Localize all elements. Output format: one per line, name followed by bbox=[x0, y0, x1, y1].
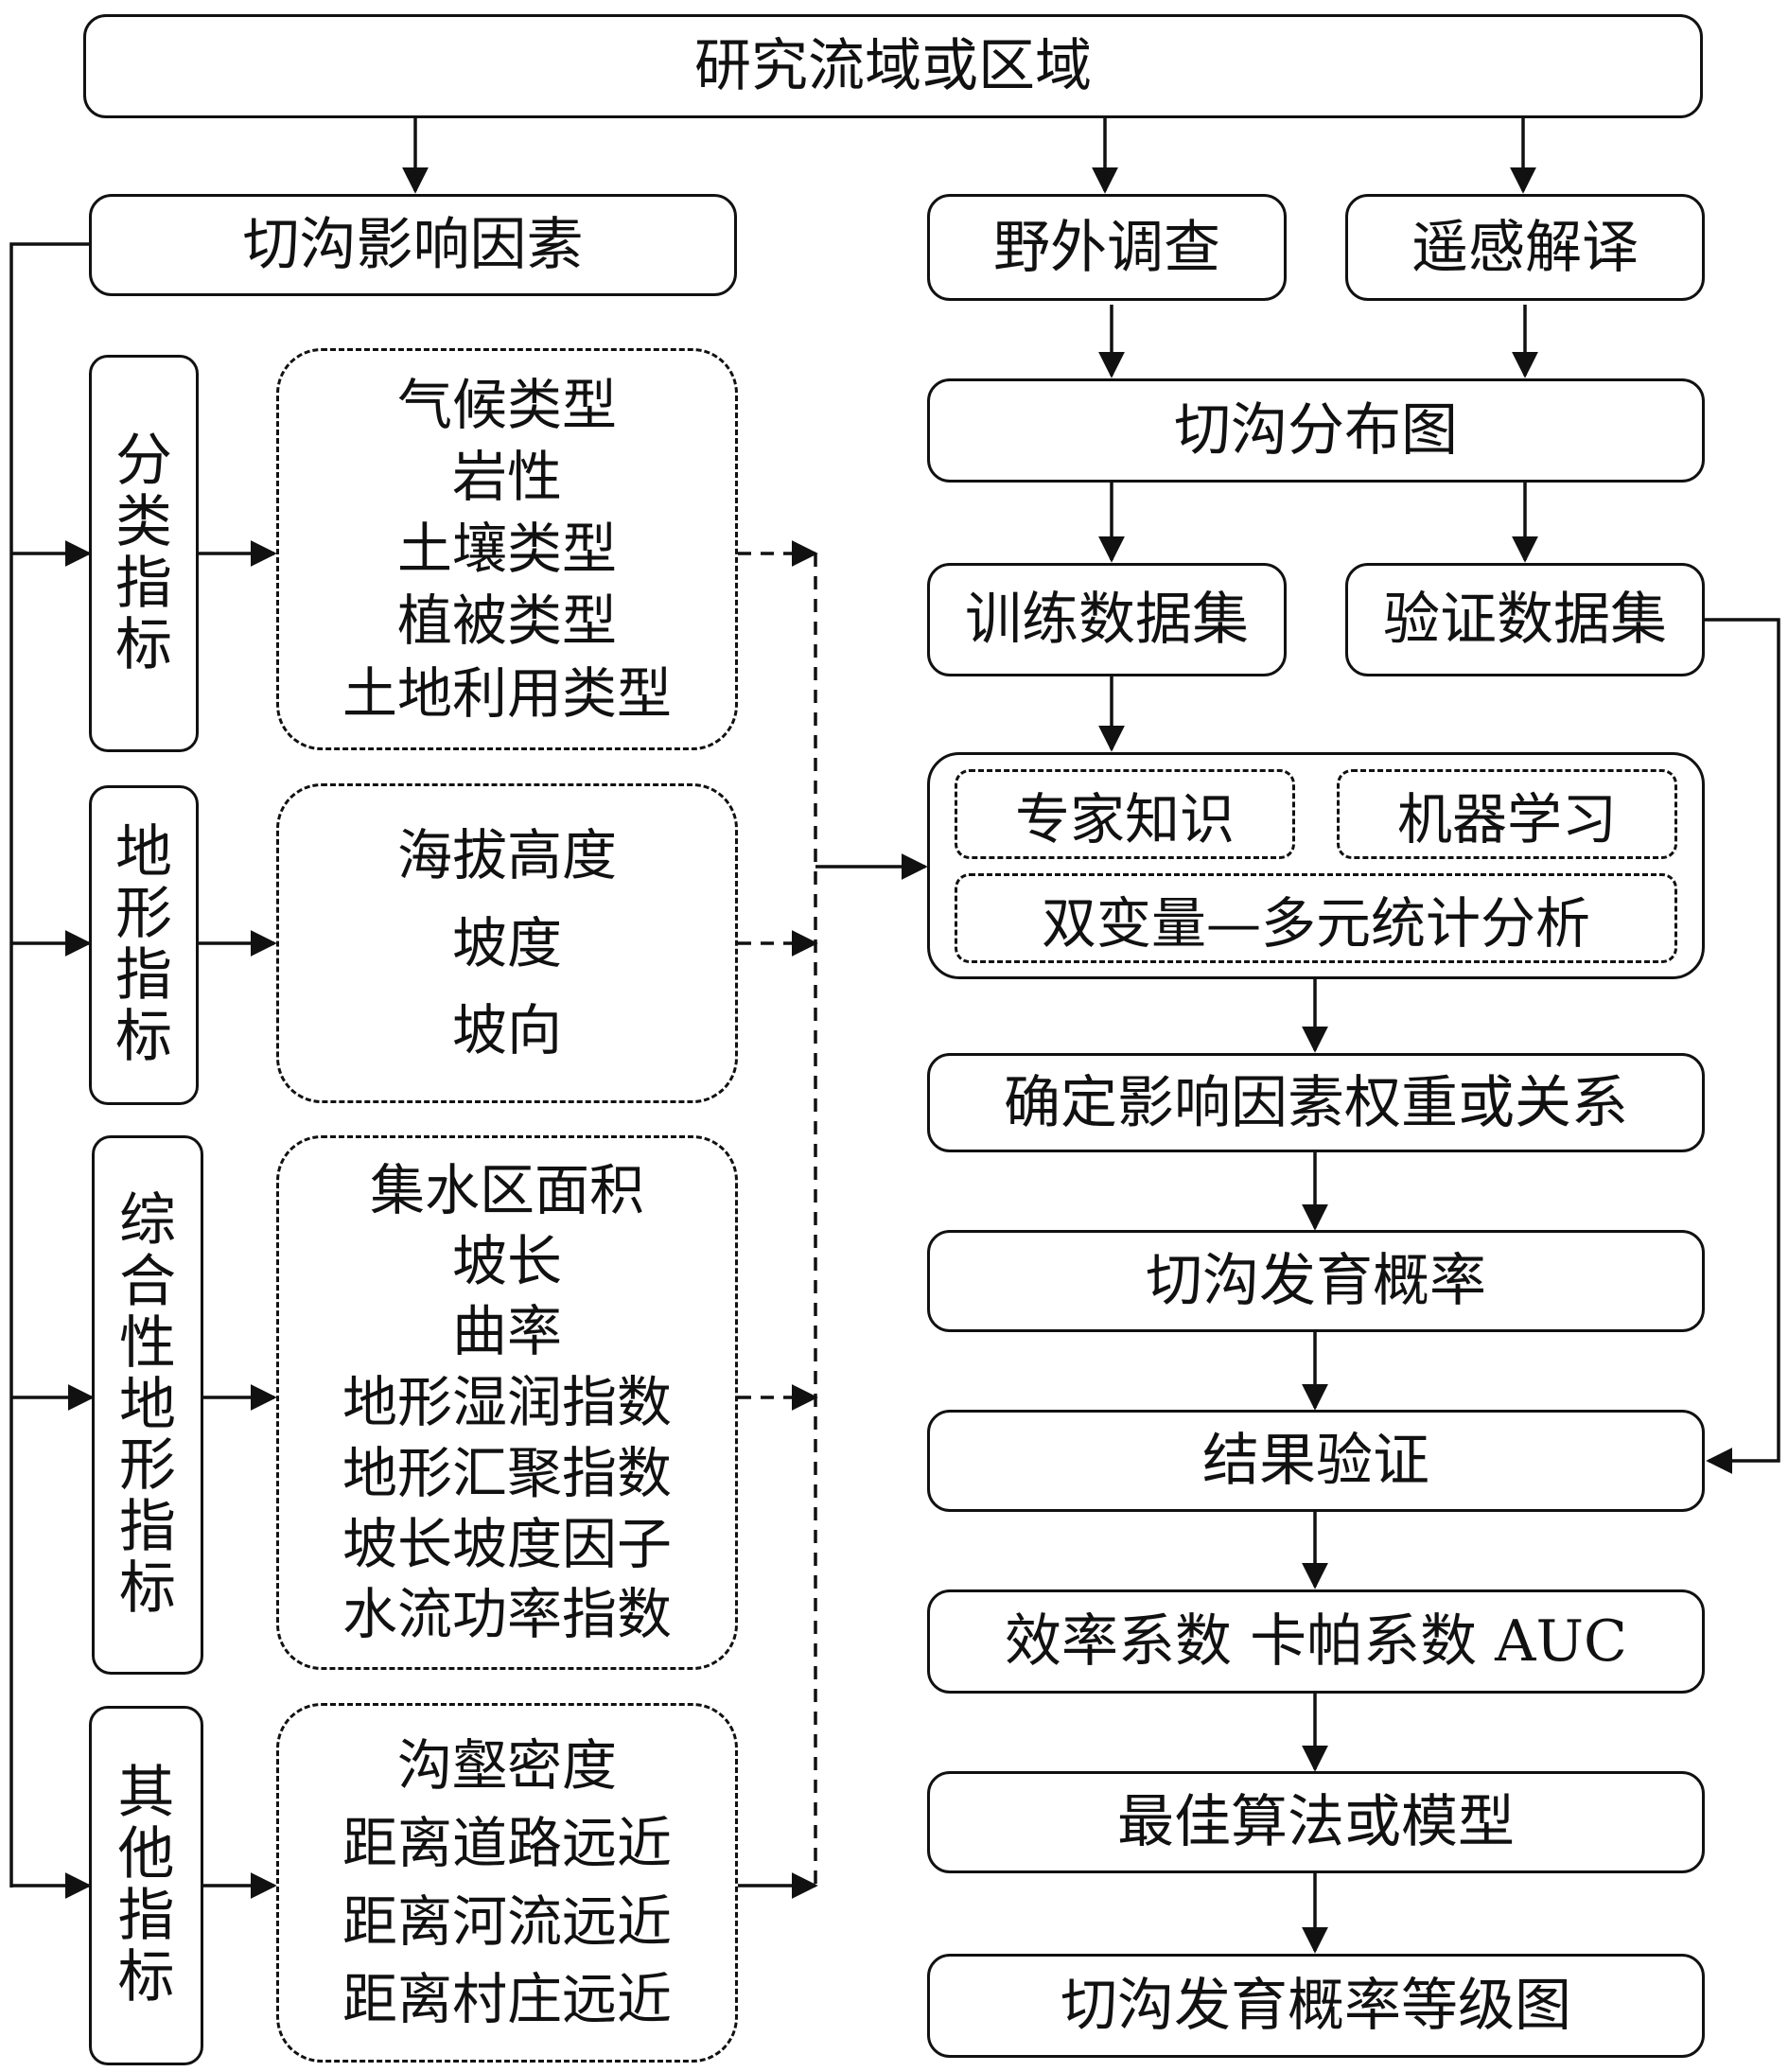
validation-set-label: 验证数据集 bbox=[1383, 587, 1667, 653]
result-validation-label: 结果验证 bbox=[1202, 1428, 1429, 1494]
indicator-item: 坡度 bbox=[451, 910, 562, 975]
best-model-box: 最佳算法或模型 bbox=[927, 1771, 1705, 1873]
indicator-item: 坡长 bbox=[451, 1228, 562, 1293]
best-model-label: 最佳算法或模型 bbox=[1117, 1789, 1515, 1855]
field-survey-box: 野外调查 bbox=[927, 194, 1287, 301]
indicator-item: 沟壑密度 bbox=[396, 1732, 617, 1798]
indicator-item: 距离道路远近 bbox=[342, 1811, 672, 1876]
metrics-label: 效率系数 卡帕系数 AUC bbox=[1005, 1608, 1627, 1675]
arrow-validset-to-validation bbox=[1705, 618, 1780, 1474]
indicator-item: 距离河流远近 bbox=[342, 1888, 672, 1954]
indicator-list-1: 气候类型 岩性 土壤类型 植被类型 土地利用类型 bbox=[276, 348, 738, 750]
probability-map-label: 切沟发育概率等级图 bbox=[1061, 1973, 1571, 2039]
category-label-3: 综合性地形指标 bbox=[92, 1135, 203, 1675]
probability-label: 切沟发育概率 bbox=[1146, 1248, 1486, 1314]
weights-label: 确定影响因素权重或关系 bbox=[1004, 1069, 1628, 1136]
indicator-item: 集水区面积 bbox=[369, 1158, 644, 1223]
distribution-map-label: 切沟分布图 bbox=[1174, 397, 1458, 464]
category-label-4: 其他指标 bbox=[89, 1706, 203, 2065]
indicator-list-4: 沟壑密度 距离道路远近 距离河流远近 距离村庄远近 bbox=[276, 1703, 738, 2063]
indicator-list-3: 集水区面积 坡长 曲率 地形湿润指数 地形汇聚指数 坡长坡度因子 水流功率指数 bbox=[276, 1135, 738, 1670]
indicator-item: 岩性 bbox=[451, 444, 562, 509]
indicator-item: 气候类型 bbox=[396, 372, 617, 437]
training-set-label: 训练数据集 bbox=[965, 587, 1249, 653]
indicator-item: 地形汇聚指数 bbox=[342, 1440, 672, 1505]
field-survey-label: 野外调查 bbox=[993, 214, 1220, 281]
factors-label: 切沟影响因素 bbox=[242, 212, 584, 278]
metrics-box: 效率系数 卡帕系数 AUC bbox=[927, 1589, 1705, 1694]
study-area-label: 研究流域或区域 bbox=[694, 33, 1092, 99]
study-area-box: 研究流域或区域 bbox=[83, 14, 1703, 118]
probability-map-box: 切沟发育概率等级图 bbox=[927, 1954, 1705, 2058]
machine-learning-box: 机器学习 bbox=[1337, 769, 1677, 859]
factors-box: 切沟影响因素 bbox=[89, 194, 737, 296]
category-label-1: 分类指标 bbox=[89, 355, 199, 752]
indicator-item: 水流功率指数 bbox=[342, 1582, 672, 1647]
indicator-item: 地形湿润指数 bbox=[342, 1370, 672, 1435]
indicator-item: 植被类型 bbox=[396, 588, 617, 654]
indicator-item: 土壤类型 bbox=[396, 517, 617, 582]
remote-sensing-label: 遥感解译 bbox=[1411, 214, 1639, 281]
factors-left-bus bbox=[9, 242, 89, 1888]
probability-box: 切沟发育概率 bbox=[927, 1230, 1705, 1332]
statistics-box: 双变量—多元统计分析 bbox=[955, 873, 1677, 963]
training-set-box: 训练数据集 bbox=[927, 563, 1287, 676]
expert-knowledge-box: 专家知识 bbox=[955, 769, 1295, 859]
weights-box: 确定影响因素权重或关系 bbox=[927, 1053, 1705, 1152]
distribution-map-box: 切沟分布图 bbox=[927, 378, 1705, 483]
validation-set-box: 验证数据集 bbox=[1345, 563, 1705, 676]
indicator-item: 海拔高度 bbox=[396, 823, 617, 888]
expert-knowledge-label: 专家知识 bbox=[1014, 786, 1235, 852]
remote-sensing-box: 遥感解译 bbox=[1345, 194, 1705, 301]
indicator-item: 土地利用类型 bbox=[342, 660, 672, 726]
result-validation-box: 结果验证 bbox=[927, 1410, 1705, 1512]
methods-container: 专家知识 机器学习 双变量—多元统计分析 bbox=[927, 752, 1705, 979]
machine-learning-label: 机器学习 bbox=[1396, 786, 1617, 852]
indicator-list-2: 海拔高度 坡度 坡向 bbox=[276, 783, 738, 1103]
statistics-label: 双变量—多元统计分析 bbox=[1041, 890, 1590, 956]
category-label-2: 地形指标 bbox=[89, 785, 199, 1105]
indicator-item: 坡长坡度因子 bbox=[342, 1511, 672, 1576]
indicator-item: 坡向 bbox=[451, 998, 562, 1063]
indicator-item: 距离村庄远近 bbox=[342, 1967, 672, 2032]
indicator-item: 曲率 bbox=[451, 1299, 562, 1364]
